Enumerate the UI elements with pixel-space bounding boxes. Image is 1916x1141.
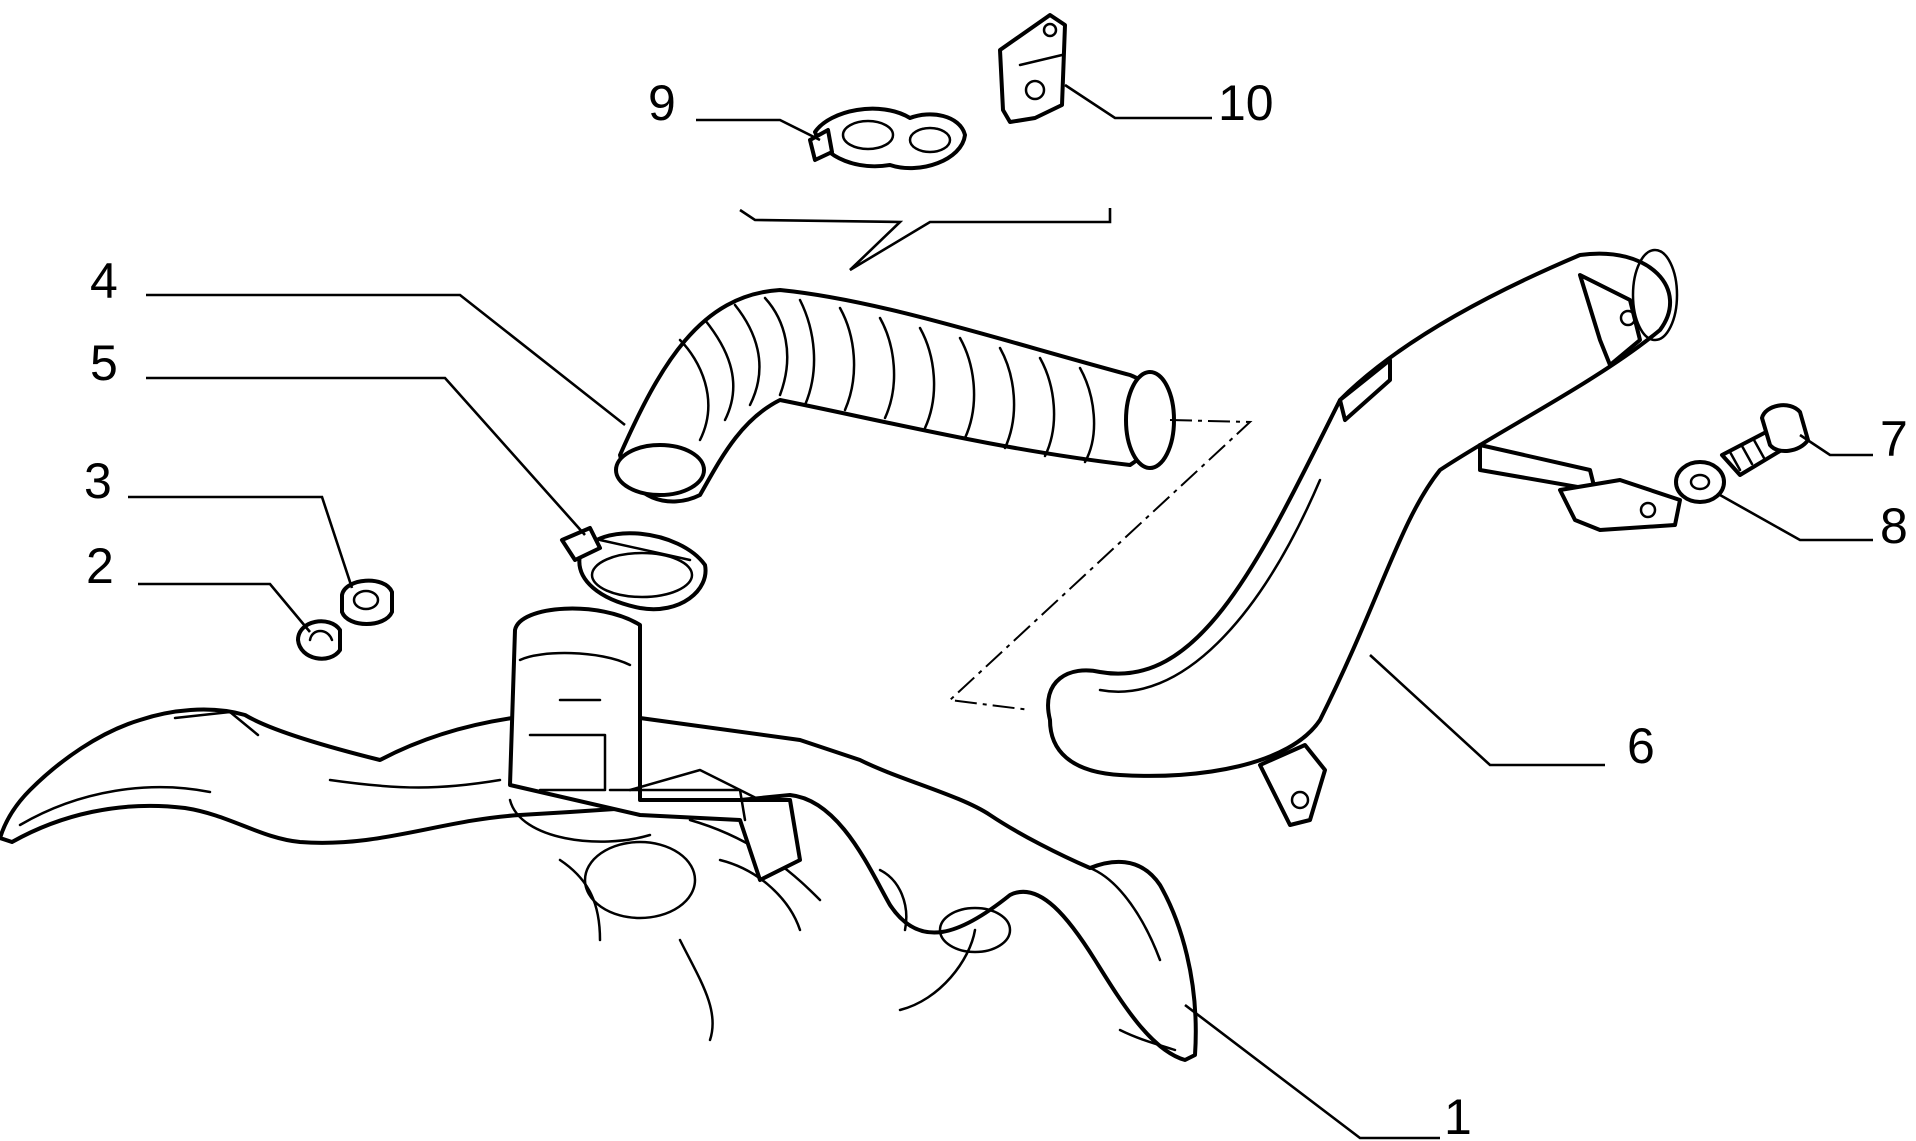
leader-1	[1184, 1003, 1440, 1140]
callout-4: 4	[90, 253, 118, 309]
part-4-corrugated-hose	[614, 288, 1176, 504]
leader-lines	[128, 83, 1873, 1140]
leader-5	[146, 376, 586, 536]
leader-2	[138, 582, 311, 633]
part-1-air-duct	[0, 606, 1198, 1062]
callout-8: 8	[1880, 498, 1908, 554]
part-7-bolt	[1720, 403, 1810, 477]
callout-6: 6	[1627, 718, 1655, 774]
part-5-hose-clamp	[560, 526, 708, 612]
callout-7: 7	[1880, 411, 1908, 467]
part-8-washer	[1674, 460, 1726, 504]
part-10-bracket	[998, 13, 1067, 124]
leader-7	[1799, 433, 1873, 457]
callout-1: 1	[1444, 1089, 1472, 1141]
callout-2: 2	[86, 538, 114, 594]
dash-dot-guide	[947, 419, 1253, 711]
callout-3: 3	[84, 453, 112, 509]
leader-8	[1719, 493, 1873, 542]
callout-labels: 1 2 3 4 5 6 7 8 9 10	[84, 75, 1908, 1141]
leader-4	[146, 293, 626, 427]
part-3-nut	[340, 578, 394, 626]
assembly-break-line	[739, 208, 1112, 272]
part-9-double-clip	[808, 106, 967, 171]
callout-5: 5	[90, 335, 118, 391]
leader-3	[128, 495, 354, 589]
callout-10: 10	[1218, 75, 1274, 131]
leader-6	[1369, 654, 1605, 767]
leader-9	[696, 118, 821, 142]
part-6-duct-pipe	[1046, 248, 1682, 827]
callout-9: 9	[648, 75, 676, 131]
leader-10	[1064, 83, 1212, 120]
